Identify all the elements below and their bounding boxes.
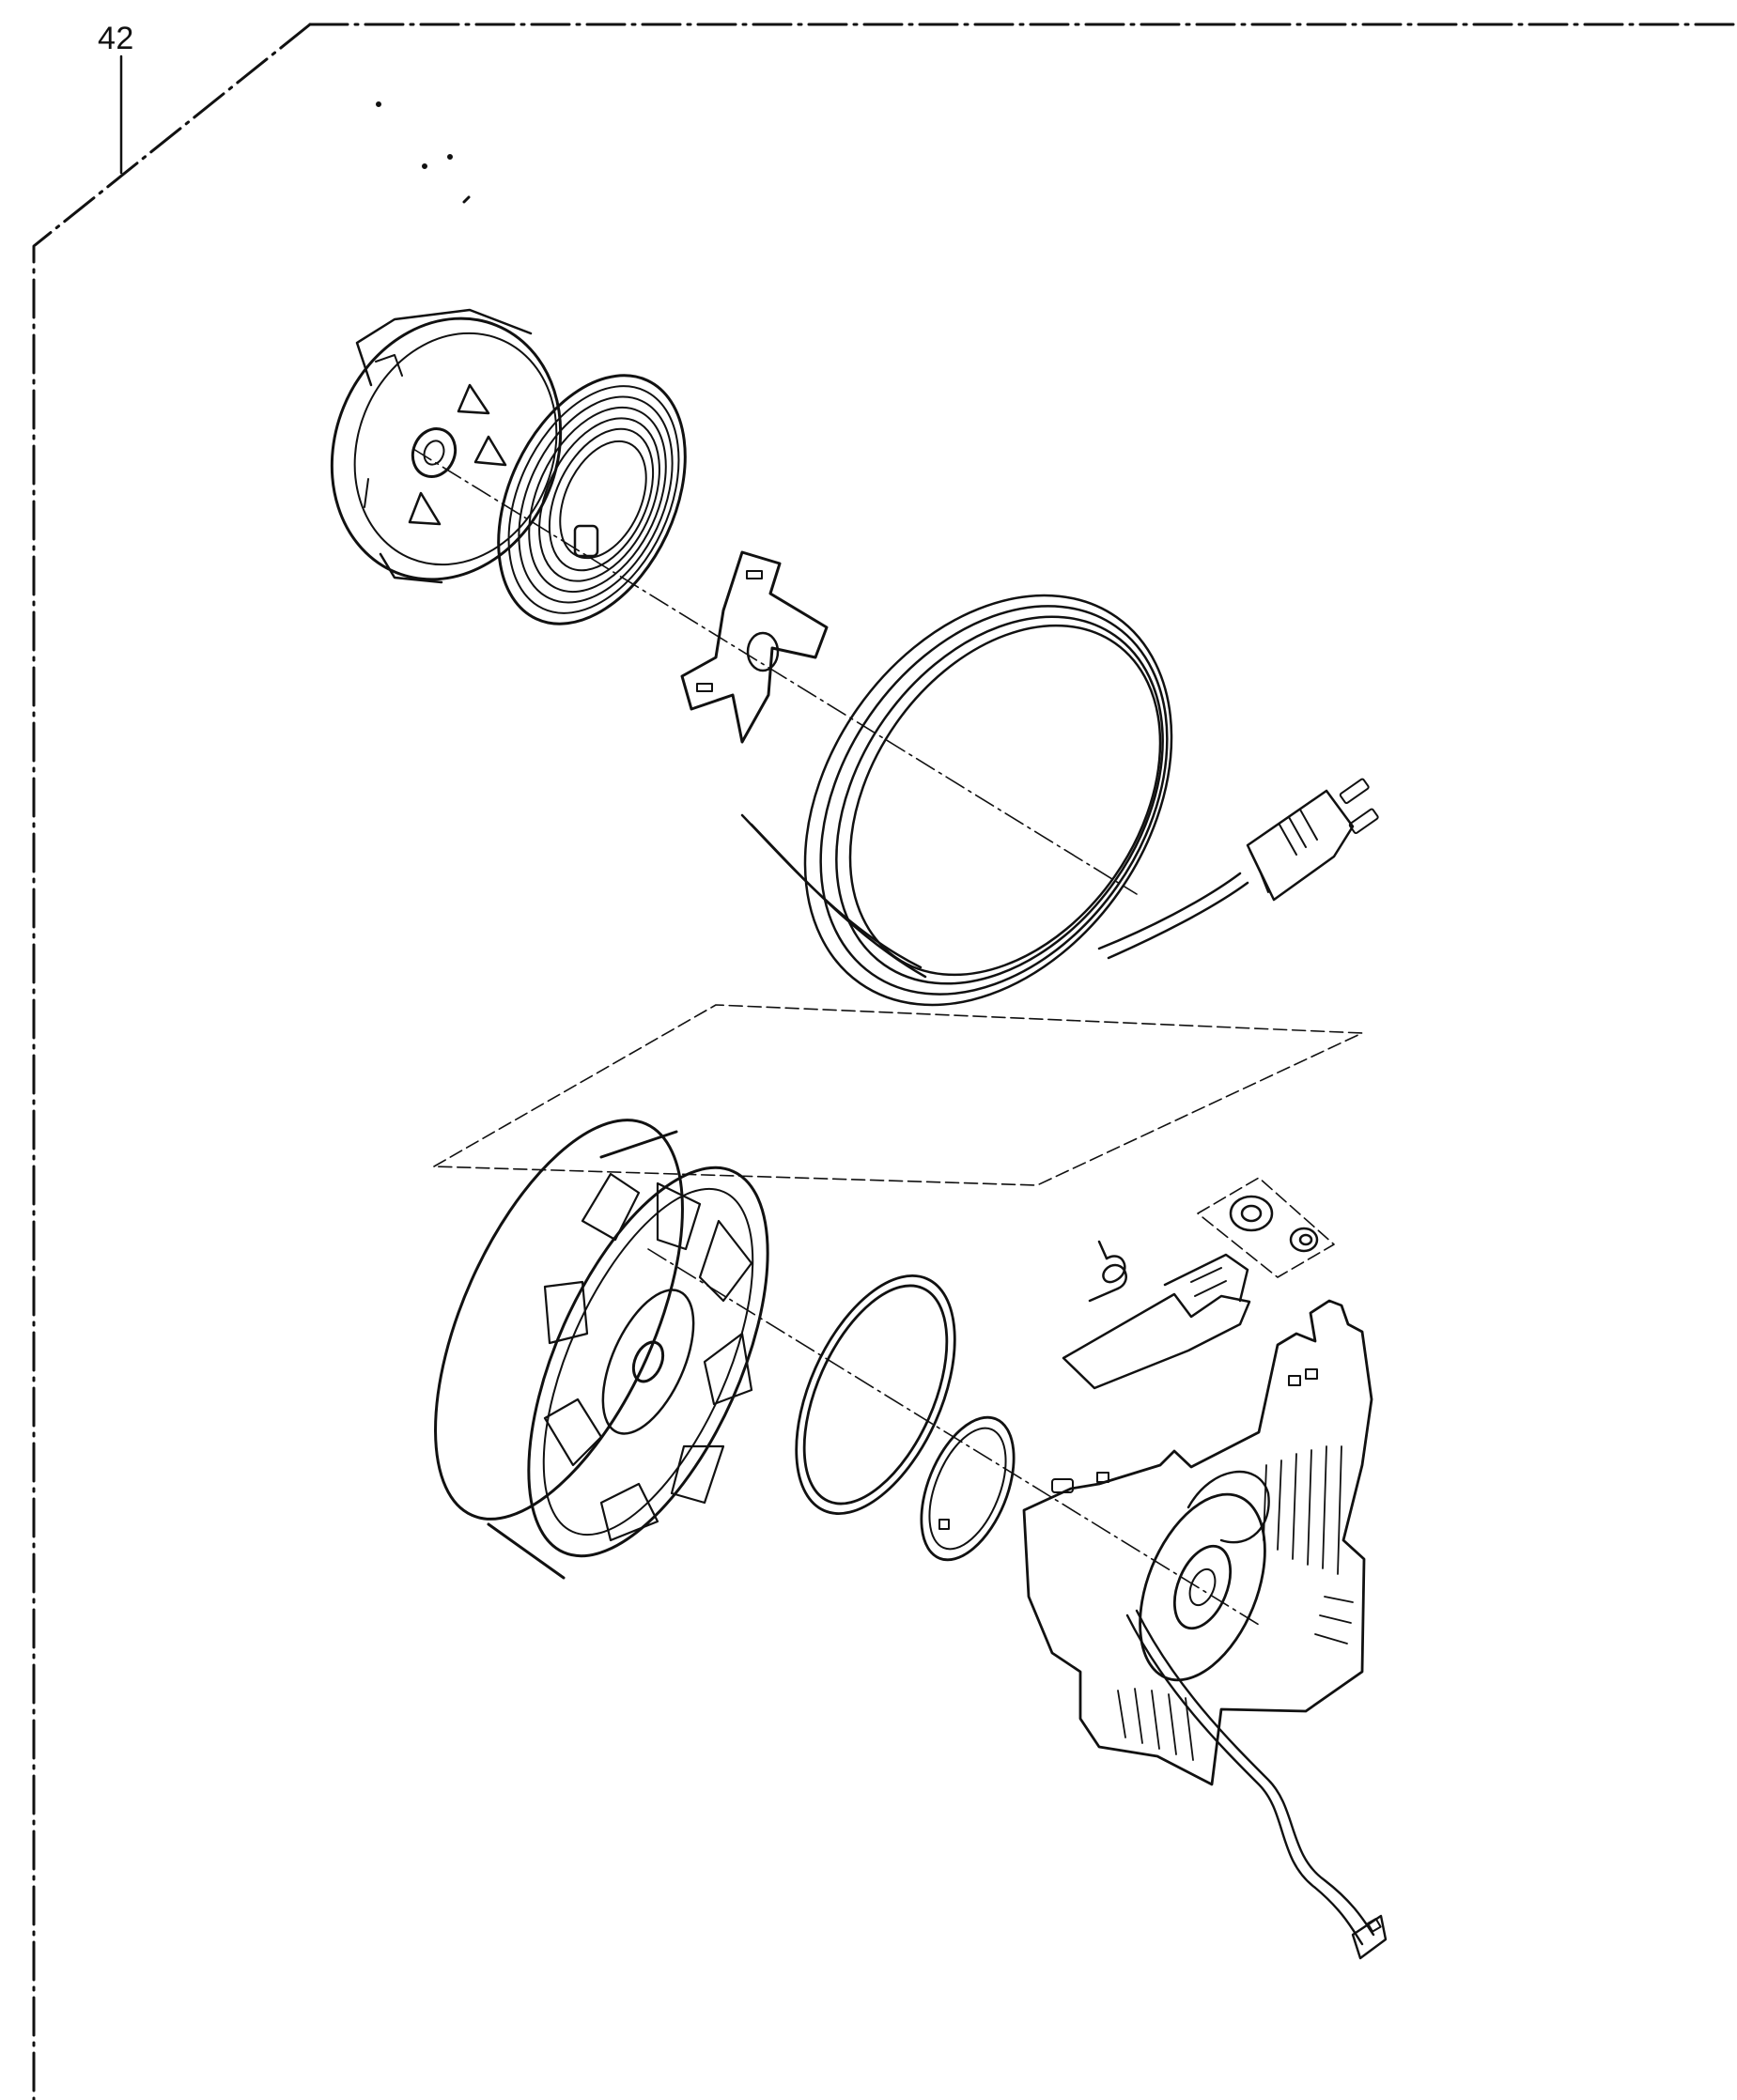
- torsion-spring: [1090, 1242, 1126, 1301]
- brake-lever: [1063, 1255, 1249, 1388]
- frame-border: [34, 24, 1737, 2100]
- brake-ring: [764, 1252, 987, 1537]
- spring-plate: [682, 552, 827, 742]
- cord-reel: [384, 1085, 817, 1589]
- reel-housing-with-lead-wires: [1024, 1301, 1386, 1958]
- spiral-spring: [461, 346, 722, 654]
- power-cord-with-plug: [729, 526, 1378, 1075]
- cord-guide-outline: [434, 1005, 1362, 1277]
- scan-specks: [378, 103, 470, 203]
- retaining-ring: [903, 1404, 1032, 1573]
- assembly-axis-lines: [413, 449, 1259, 1625]
- callout-number: 42: [98, 21, 134, 56]
- roller-and-washer: [1231, 1197, 1317, 1251]
- spring-cover: [293, 284, 598, 614]
